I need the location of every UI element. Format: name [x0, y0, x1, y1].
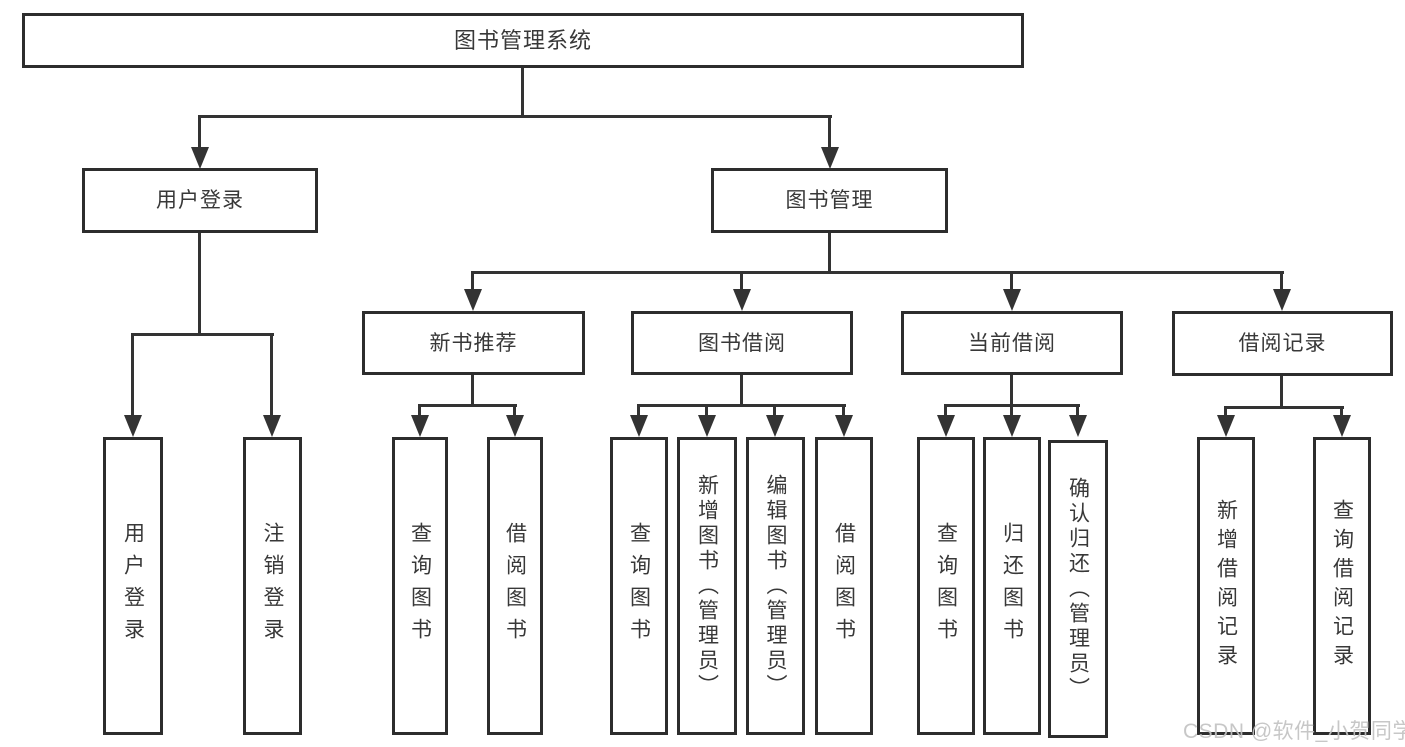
leaf-edit-books-admin: 编辑图书（管理员）: [746, 437, 805, 735]
connector-line: [418, 404, 421, 418]
arrow-down-icon: [698, 415, 716, 437]
node-label: 查询图书: [408, 522, 432, 650]
connector-line: [513, 404, 516, 418]
arrow-down-icon: [1003, 415, 1021, 437]
connector-line: [131, 333, 274, 336]
node-label: 用户登录: [156, 189, 244, 212]
connector-line: [1010, 271, 1013, 292]
node-label: 查询图书: [934, 522, 958, 650]
arrow-down-icon: [766, 415, 784, 437]
leaf-query-books-3: 查询图书: [917, 437, 975, 735]
arrow-down-icon: [821, 147, 839, 169]
leaf-borrow-books-1: 借阅图书: [487, 437, 543, 735]
node-library-management-system: 图书管理系统: [22, 13, 1024, 68]
node-book-borrowing: 图书借阅: [631, 311, 853, 375]
node-label: 当前借阅: [968, 331, 1056, 355]
arrow-down-icon: [1003, 289, 1021, 311]
connector-line: [471, 271, 1284, 274]
node-label: 注销登录: [261, 522, 284, 650]
connector-line: [270, 333, 273, 418]
node-label: 新增借阅记录: [1214, 499, 1238, 673]
node-new-book-recommendation: 新书推荐: [362, 311, 585, 375]
arrow-down-icon: [1273, 289, 1291, 311]
node-borrowing-records: 借阅记录: [1172, 311, 1393, 376]
node-label: 借阅图书: [503, 522, 527, 650]
node-label: 查询图书: [627, 522, 651, 650]
arrow-down-icon: [1333, 415, 1351, 437]
node-label: 借阅记录: [1238, 332, 1327, 355]
connector-line: [1280, 375, 1283, 409]
arrow-down-icon: [733, 289, 751, 311]
connector-line: [828, 115, 831, 150]
connector-line: [740, 271, 743, 292]
connector-line: [637, 404, 640, 418]
leaf-query-books-2: 查询图书: [610, 437, 668, 735]
node-label: 新书推荐: [429, 331, 518, 355]
connector-line: [842, 404, 845, 418]
leaf-logout: 注销登录: [243, 437, 302, 735]
node-label: 图书借阅: [698, 331, 786, 355]
node-label: 借阅图书: [832, 522, 856, 650]
arrow-down-icon: [506, 415, 524, 437]
arrow-down-icon: [630, 415, 648, 437]
leaf-confirm-return-admin: 确认归还（管理员）: [1048, 440, 1108, 738]
leaf-return-books: 归还图书: [983, 437, 1041, 735]
node-label: 图书管理系统: [453, 27, 592, 53]
connector-line: [198, 233, 201, 335]
connector-line: [1010, 375, 1013, 406]
node-label: 确认归还（管理员）: [1066, 476, 1090, 702]
connector-line: [828, 233, 831, 274]
connector-line: [1224, 406, 1344, 409]
connector-line: [1010, 404, 1013, 418]
leaf-borrow-books-2: 借阅图书: [815, 437, 873, 735]
connector-line: [944, 404, 947, 418]
arrow-down-icon: [1217, 415, 1235, 437]
connector-line: [1224, 406, 1227, 418]
arrow-down-icon: [937, 415, 955, 437]
connector-line: [471, 375, 474, 406]
connector-line: [198, 115, 832, 118]
leaf-add-books-admin: 新增图书（管理员）: [677, 437, 737, 735]
node-label: 归还图书: [1000, 522, 1024, 650]
node-label: 编辑图书（管理员）: [764, 473, 787, 699]
leaf-query-borrow-record: 查询借阅记录: [1313, 437, 1371, 735]
leaf-query-books-1: 查询图书: [392, 437, 448, 735]
connector-line: [198, 115, 201, 150]
connector-line: [521, 68, 524, 117]
connector-line: [418, 404, 517, 407]
leaf-add-borrow-record: 新增借阅记录: [1197, 437, 1255, 735]
connector-line: [131, 333, 134, 418]
node-label: 图书管理: [785, 189, 874, 212]
csdn-watermark: CSDN @软件_小贺同学: [1183, 720, 1405, 743]
arrow-down-icon: [1069, 415, 1087, 437]
connector-line: [1076, 404, 1079, 418]
arrow-down-icon: [191, 147, 209, 169]
node-book-management: 图书管理: [711, 168, 948, 233]
connector-line: [471, 271, 474, 292]
arrow-down-icon: [464, 289, 482, 311]
node-label: 查询借阅记录: [1330, 499, 1354, 673]
node-label: 新增图书（管理员）: [695, 473, 719, 699]
arrow-down-icon: [124, 415, 142, 437]
connector-line: [1280, 271, 1283, 292]
leaf-user-login: 用户登录: [103, 437, 163, 735]
arrow-down-icon: [835, 415, 853, 437]
arrow-down-icon: [263, 415, 281, 437]
connector-line: [637, 404, 846, 407]
node-user-login: 用户登录: [82, 168, 318, 233]
connector-line: [773, 404, 776, 418]
connector-line: [1340, 406, 1343, 418]
connector-line: [740, 375, 743, 406]
arrow-down-icon: [411, 415, 429, 437]
node-current-borrowing: 当前借阅: [901, 311, 1123, 375]
node-label: 用户登录: [121, 522, 145, 650]
connector-line: [705, 404, 708, 418]
